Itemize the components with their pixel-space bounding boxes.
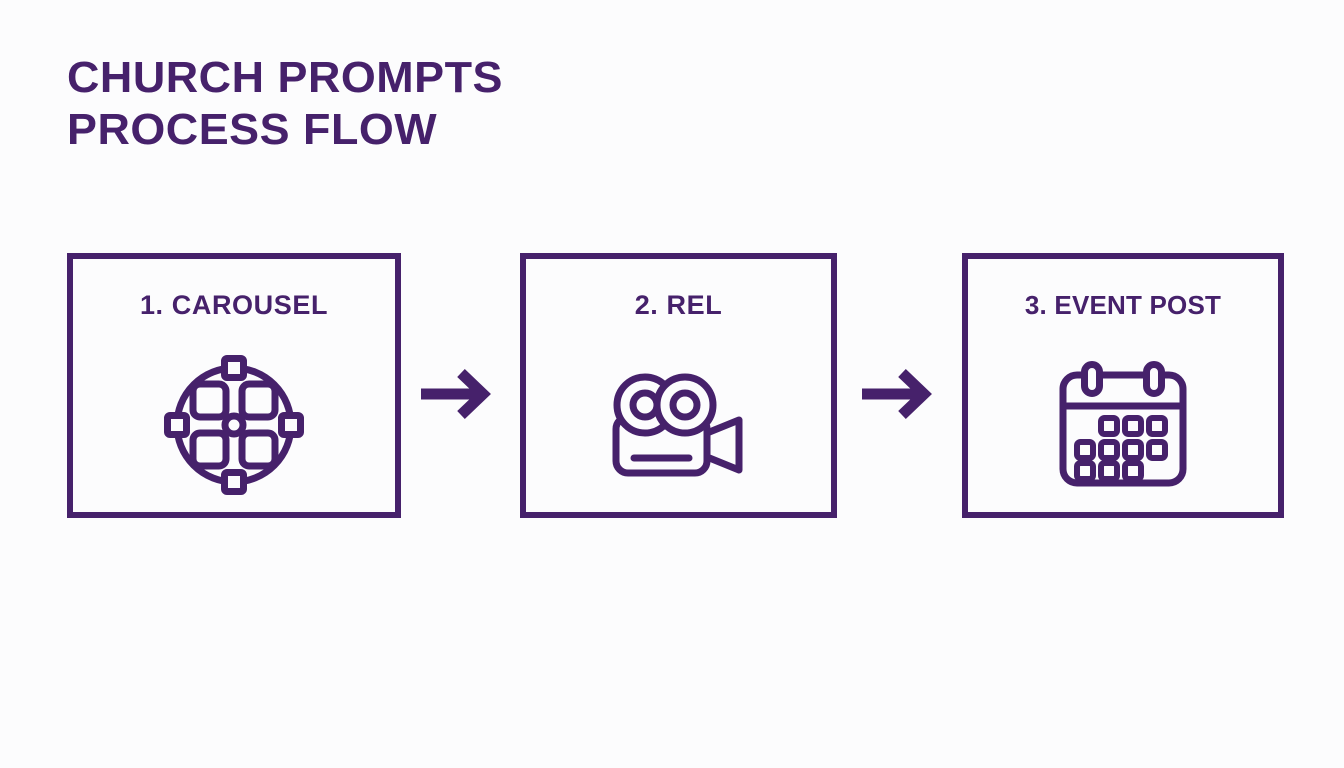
flow-step-event-post[interactable]: 3. EVENT POST [962, 253, 1284, 518]
page-title-line-2: PROCESS FLOW [67, 105, 438, 154]
page-title: CHURCH PROMPTS PROCESS FLOW [67, 52, 767, 156]
arrow-right-icon-1 [421, 366, 491, 422]
carousel-icon [159, 338, 309, 512]
flow-step-carousel[interactable]: 1. CAROUSEL [67, 253, 401, 518]
process-flow-row: 1. CAROUSEL [0, 253, 1344, 518]
flow-step-rel[interactable]: 2. REL [520, 253, 837, 518]
page-title-line-1: CHURCH PROMPTS [67, 53, 504, 102]
video-camera-icon [609, 338, 749, 512]
calendar-icon [1054, 338, 1192, 512]
flow-step-3-label: 3. EVENT POST [1024, 290, 1222, 320]
flow-step-2-label: 2. REL [634, 290, 723, 320]
arrow-right-icon-2 [862, 366, 932, 422]
flow-step-1-label: 1. CAROUSEL [139, 290, 329, 320]
